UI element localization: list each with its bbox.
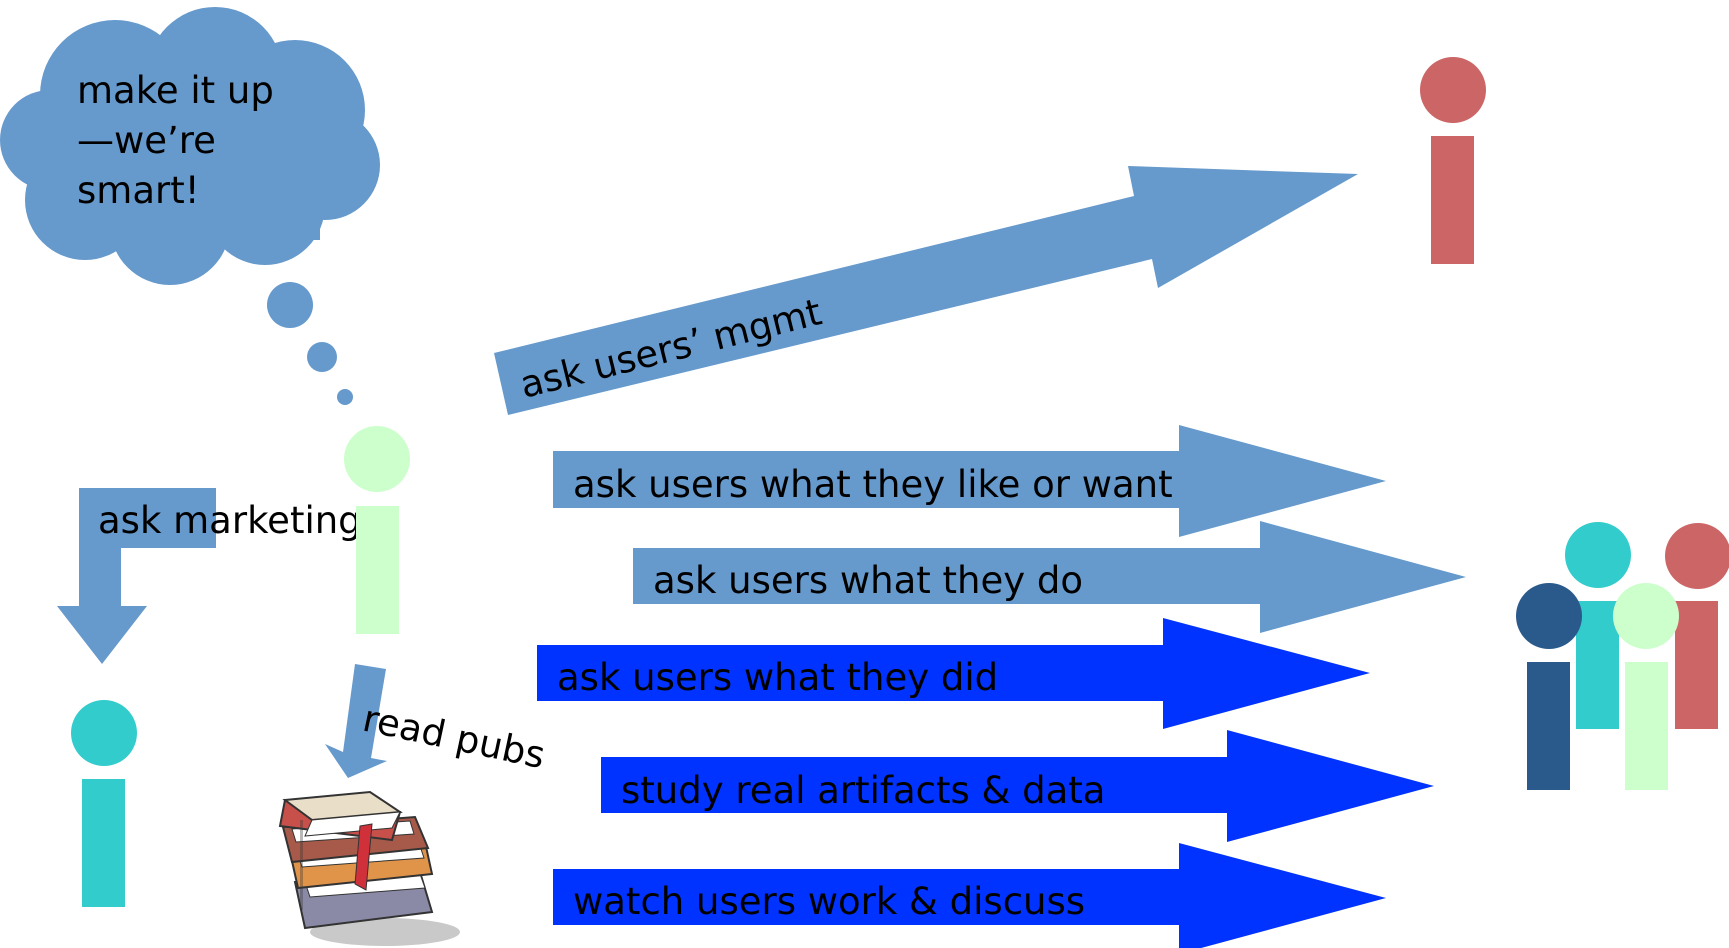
thought-bubble-small — [337, 389, 353, 405]
manager-head — [1420, 57, 1486, 123]
person-icon — [344, 426, 410, 634]
user-navy-body — [1527, 662, 1570, 790]
marketing-body — [82, 779, 125, 907]
user-red-head — [1665, 523, 1729, 589]
user-navy-head — [1516, 583, 1582, 649]
arrow-watch-users: watch users work & discuss — [553, 843, 1386, 948]
marketing-head — [71, 700, 137, 766]
arrow-read-pubs: read pubs — [325, 664, 549, 778]
thought-bubble-large — [267, 282, 313, 328]
thought-bubble-medium — [307, 342, 337, 372]
cloud-line-3: smart! — [77, 169, 200, 212]
label-study-artifacts: study real artifacts & data — [621, 769, 1105, 812]
arrow-ask-users-like-want: ask users what they like or want — [553, 425, 1386, 537]
books-icon — [278, 790, 460, 946]
designer-body — [356, 506, 399, 634]
user-mint-body — [1625, 662, 1668, 790]
arrow-study-artifacts: study real artifacts & data — [601, 730, 1434, 842]
person-icon — [71, 700, 137, 907]
arrow-ask-users-do: ask users what they do — [633, 521, 1466, 633]
label-read-pubs: read pubs — [359, 697, 549, 777]
user-teal-head — [1565, 522, 1631, 588]
arrow-ask-marketing: ask marketing — [57, 488, 362, 664]
arrow-ask-users-did: ask users what they did — [537, 618, 1370, 729]
cloud-line-2: —we’re — [77, 119, 216, 162]
designer-head — [344, 426, 410, 492]
cloud-line-1: make it up — [77, 69, 274, 112]
arrow-ask-users-mgmt: ask users’ mgmt — [494, 166, 1358, 415]
label-ask-marketing: ask marketing — [98, 499, 362, 542]
people-group-icon — [1516, 522, 1729, 790]
manager-body — [1431, 136, 1474, 264]
thought-cloud: make it up —we’re smart! — [0, 7, 380, 405]
label-ask-users-like-want: ask users what they like or want — [573, 463, 1173, 506]
person-icon — [1420, 57, 1486, 264]
user-mint-head — [1613, 583, 1679, 649]
label-ask-users-do: ask users what they do — [653, 559, 1083, 602]
user-teal-body — [1576, 601, 1619, 729]
label-ask-users-did: ask users what they did — [557, 656, 998, 699]
user-red-body — [1675, 601, 1718, 729]
label-watch-users: watch users work & discuss — [573, 880, 1085, 923]
